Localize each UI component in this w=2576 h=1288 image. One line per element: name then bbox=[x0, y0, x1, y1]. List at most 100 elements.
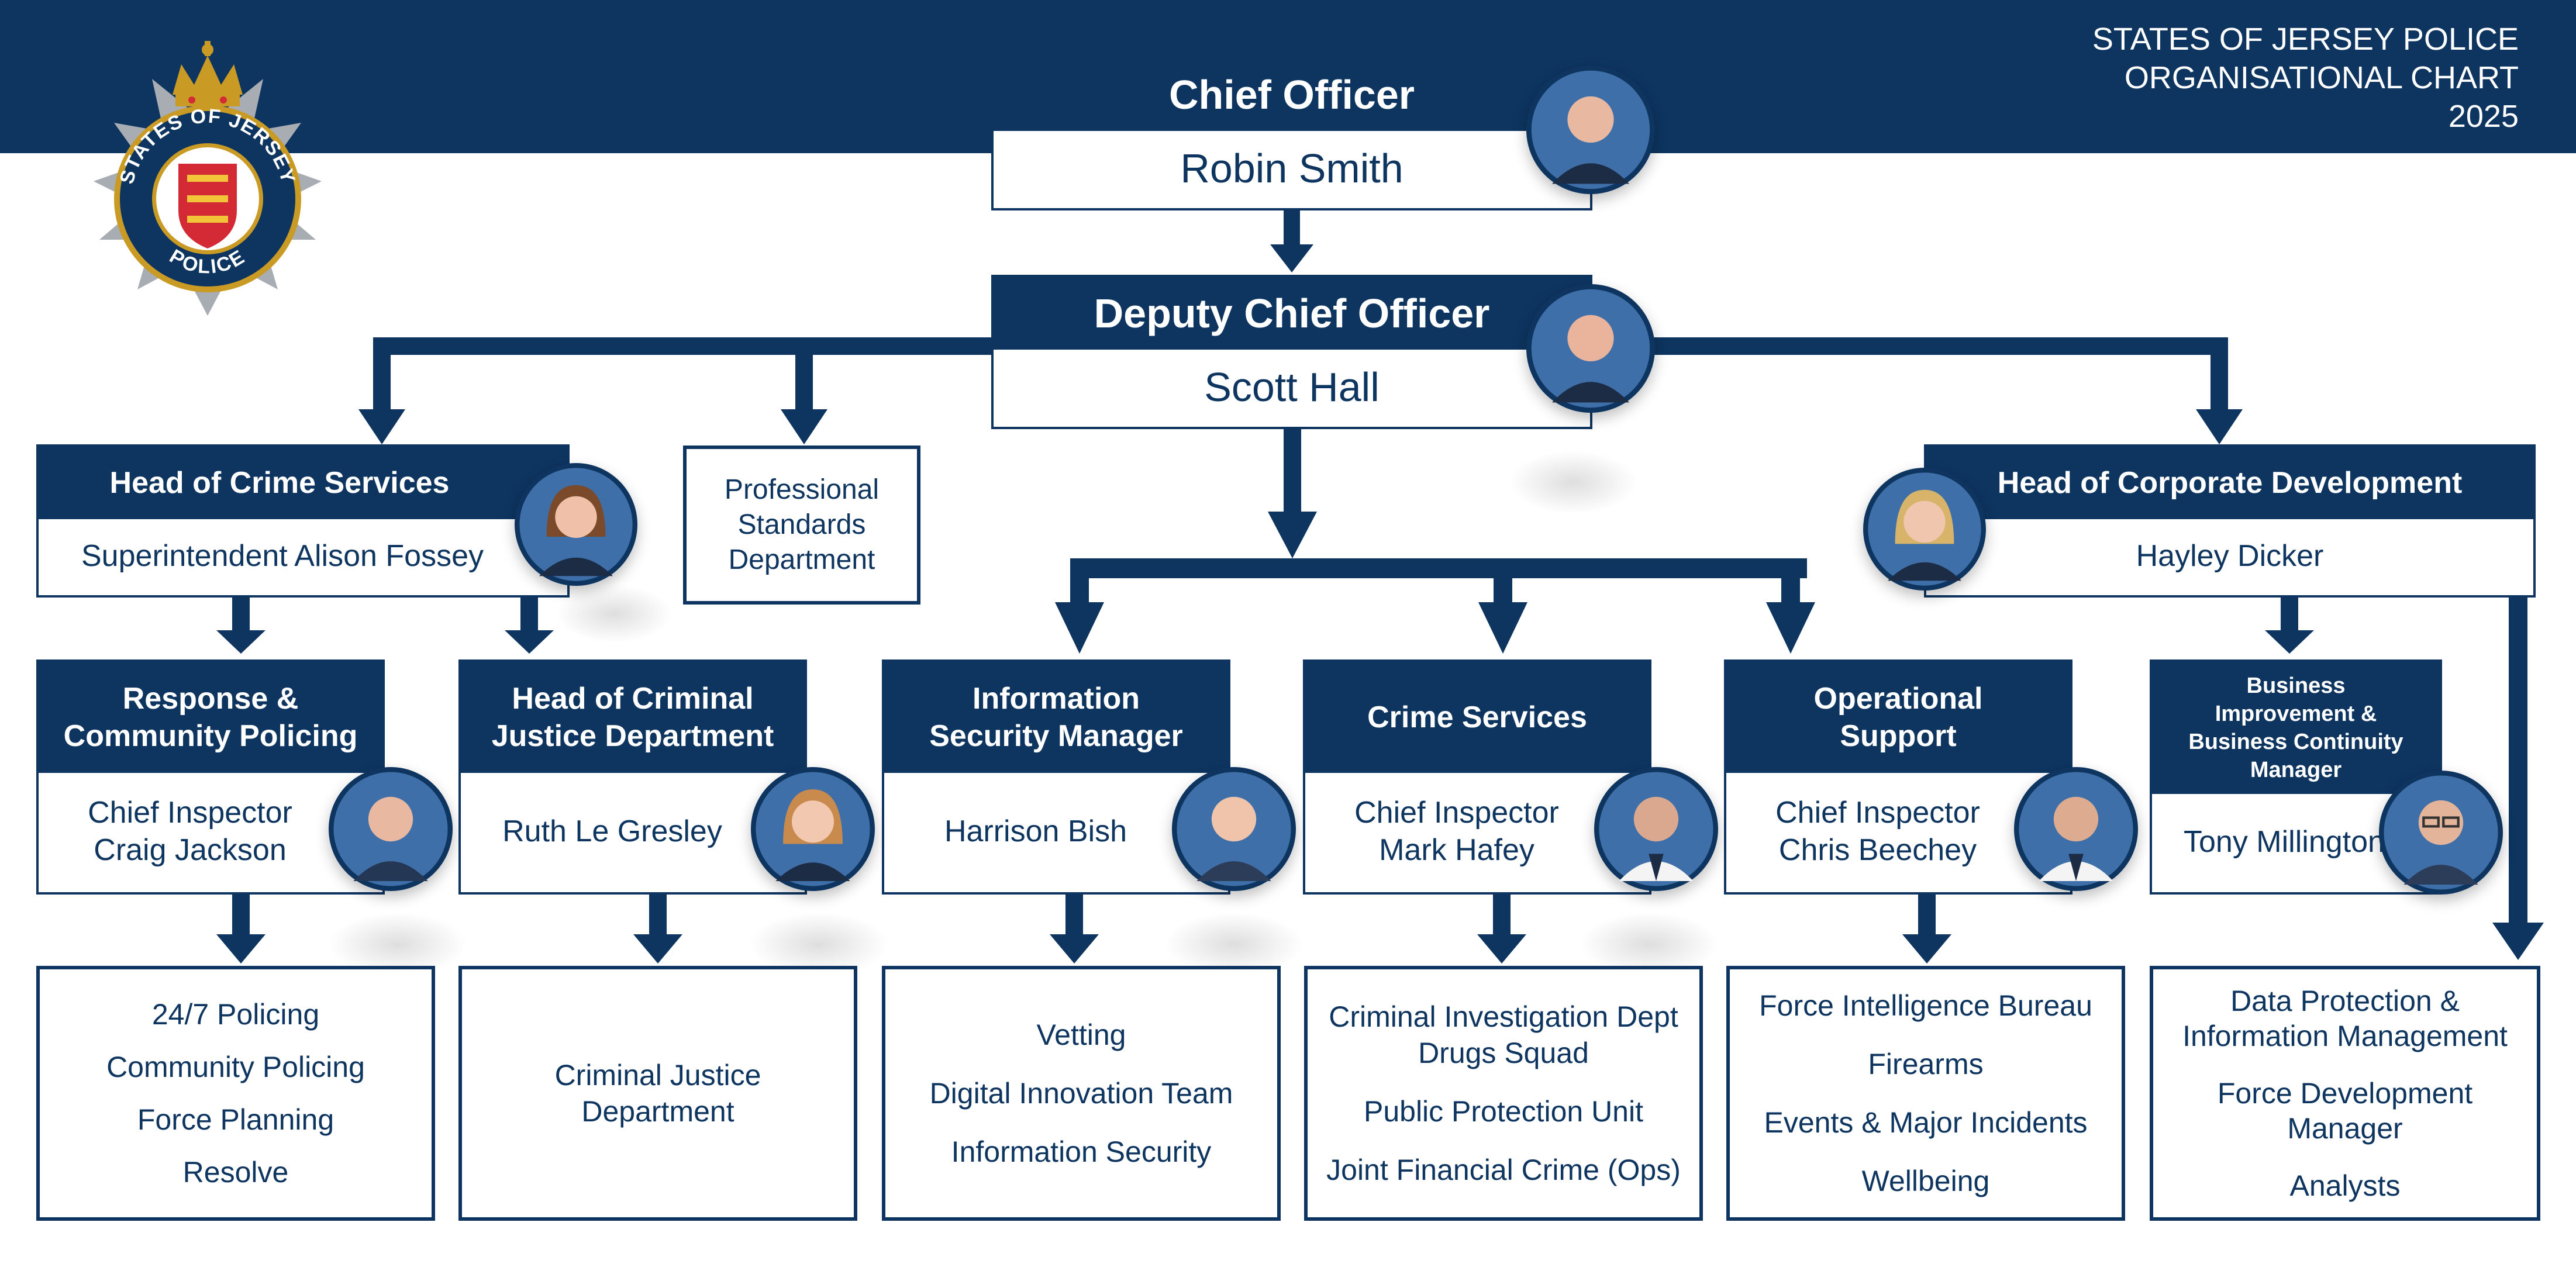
person-photo-icon bbox=[1531, 289, 1650, 408]
business-improvement-node: Business Improvement & Business Continui… bbox=[2150, 659, 2442, 895]
business-improvement-title: Business Improvement & Business Continui… bbox=[2152, 662, 2440, 794]
business-improvement-title-line-2: Improvement & bbox=[2215, 702, 2377, 726]
response-community-title-line-2: Community Policing bbox=[63, 719, 358, 753]
unit-item: Vetting bbox=[1036, 1018, 1126, 1051]
decor-shadow bbox=[1164, 912, 1304, 976]
response-community-name-line-1: Chief Inspector bbox=[88, 796, 292, 830]
business-improvement-name: Tony Millington bbox=[2152, 792, 2440, 892]
info-security-manager-name: Harrison Bish bbox=[884, 771, 1228, 892]
info-security-manager-title-line-1: Information bbox=[973, 682, 1140, 716]
unit-item: Manager bbox=[2287, 1112, 2403, 1145]
unit-item: Joint Financial Crime (Ops) bbox=[1326, 1154, 1681, 1186]
professional-standards-line-3: Department bbox=[728, 544, 875, 575]
unit-item: Public Protection Unit bbox=[1363, 1095, 1643, 1128]
unit-item: Department bbox=[581, 1095, 734, 1128]
chart-title-line-2: ORGANISATIONAL CHART bbox=[2124, 60, 2519, 95]
crown-icon bbox=[173, 41, 243, 106]
chart-title: STATES OF JERSEY POLICE ORGANISATIONAL C… bbox=[2092, 20, 2519, 136]
units-criminal-justice: Criminal Justice Department bbox=[458, 966, 857, 1221]
head-corporate-development-title: Head of Corporate Development bbox=[1926, 447, 2533, 519]
decor-shadow bbox=[327, 912, 468, 976]
professional-standards-node: Professional Standards Department bbox=[683, 446, 920, 605]
chart-title-line-3: 2025 bbox=[2448, 99, 2519, 134]
units-operational-support: Force Intelligence Bureau Firearms Event… bbox=[1726, 966, 2125, 1221]
professional-standards-line-2: Standards bbox=[737, 509, 866, 540]
crime-services-name-line-2: Mark Hafey bbox=[1379, 833, 1534, 867]
decor-shadow bbox=[1509, 450, 1637, 514]
info-security-manager-name-line-1: Harrison Bish bbox=[944, 814, 1127, 848]
criminal-justice-head-title: Head of Criminal Justice Department bbox=[461, 662, 805, 773]
operational-support-title-line-2: Support bbox=[1840, 719, 1957, 753]
crime-services-name-line-1: Chief Inspector bbox=[1354, 796, 1559, 830]
head-corporate-development-node: Head of Corporate Development Hayley Dic… bbox=[1924, 444, 2536, 598]
head-corporate-development-photo-avatar bbox=[1863, 468, 1986, 591]
person-photo-icon bbox=[2019, 772, 2133, 886]
crime-services-title: Crime Services bbox=[1305, 662, 1649, 773]
info-security-manager-title-line-2: Security Manager bbox=[929, 719, 1183, 753]
unit-item: Drugs Squad bbox=[1418, 1037, 1589, 1069]
business-improvement-title-line-1: Business bbox=[2246, 674, 2346, 698]
unit-item: Information Security bbox=[951, 1135, 1212, 1168]
operational-support-title-line-1: Operational bbox=[1813, 682, 1983, 716]
response-community-name: Chief Inspector Craig Jackson bbox=[39, 771, 382, 892]
crime-services-name: Chief Inspector Mark Hafey bbox=[1305, 771, 1649, 892]
response-community-title-line-1: Response & bbox=[122, 682, 299, 716]
unit-item: Events & Major Incidents bbox=[1764, 1106, 2088, 1139]
units-info-security: Vetting Digital Innovation Team Informat… bbox=[882, 966, 1281, 1221]
unit-item: Resolve bbox=[182, 1156, 289, 1189]
unit-item: Criminal Justice bbox=[554, 1059, 761, 1092]
person-photo-icon bbox=[1868, 472, 1981, 586]
units-corporate: Data Protection & Information Management… bbox=[2150, 966, 2540, 1221]
deputy-chief-officer-node: Deputy Chief Officer Scott Hall bbox=[991, 275, 1592, 429]
criminal-justice-head-node: Head of Criminal Justice Department Ruth… bbox=[458, 659, 807, 895]
operational-support-node: Operational Support Chief Inspector Chri… bbox=[1724, 659, 2072, 895]
business-improvement-name-line-1: Tony Millington bbox=[2184, 825, 2385, 859]
deputy-chief-officer-name: Scott Hall bbox=[1204, 364, 1380, 410]
police-crest-logo: STATES OF JERSEY POLICE bbox=[94, 41, 322, 316]
unit-item: Criminal Investigation Dept bbox=[1329, 1000, 1678, 1033]
decor-shadow bbox=[749, 912, 889, 976]
unit-item: Firearms bbox=[1868, 1048, 1984, 1080]
chief-officer-name: Robin Smith bbox=[1180, 146, 1403, 191]
chief-officer-node: Chief Officer Robin Smith bbox=[991, 56, 1592, 210]
business-improvement-photo-avatar bbox=[2379, 771, 2503, 895]
info-security-manager-photo-avatar bbox=[1172, 767, 1296, 891]
unit-item: Information Management bbox=[2182, 1020, 2508, 1052]
person-photo-icon bbox=[333, 772, 448, 886]
unit-item: Force Development bbox=[2217, 1077, 2473, 1110]
operational-support-name: Chief Inspector Chris Beechey bbox=[1726, 771, 2070, 892]
crime-services-node: Crime Services Chief Inspector Mark Hafe… bbox=[1303, 659, 1651, 895]
operational-support-photo-avatar bbox=[2014, 767, 2138, 891]
person-photo-icon bbox=[2384, 775, 2498, 890]
head-crime-services-name: Superintendent Alison Fossey bbox=[81, 539, 484, 573]
criminal-justice-head-name: Ruth Le Gresley bbox=[461, 771, 805, 892]
unit-item: Force Planning bbox=[137, 1103, 334, 1136]
head-crime-services-node: Head of Crime Services Superintendent Al… bbox=[36, 444, 570, 598]
chief-officer-photo-avatar bbox=[1526, 65, 1655, 194]
decor-shadow bbox=[556, 585, 673, 643]
head-crime-services-title: Head of Crime Services bbox=[39, 447, 567, 519]
units-response-community: 24/7 Policing Community Policing Force P… bbox=[36, 966, 435, 1221]
operational-support-title: Operational Support bbox=[1726, 662, 2070, 773]
criminal-justice-head-title-line-1: Head of Criminal bbox=[512, 682, 754, 716]
operational-support-name-line-2: Chris Beechey bbox=[1778, 833, 1977, 867]
unit-item: 24/7 Policing bbox=[151, 998, 320, 1031]
person-photo-icon bbox=[756, 772, 870, 886]
chart-title-line-1: STATES OF JERSEY POLICE bbox=[2092, 22, 2519, 57]
info-security-manager-title: Information Security Manager bbox=[884, 662, 1228, 773]
person-photo-icon bbox=[1177, 772, 1291, 886]
unit-item: Digital Innovation Team bbox=[929, 1077, 1233, 1110]
unit-item: Community Policing bbox=[106, 1051, 365, 1083]
head-corporate-development-name: Hayley Dicker bbox=[2136, 539, 2324, 573]
response-community-node: Response & Community Policing Chief Insp… bbox=[36, 659, 385, 895]
info-security-manager-node: Information Security Manager Harrison Bi… bbox=[882, 659, 1230, 895]
deputy-chief-officer-title: Deputy Chief Officer bbox=[994, 277, 1590, 350]
unit-item: Wellbeing bbox=[1861, 1165, 1990, 1197]
head-crime-services-photo-avatar bbox=[515, 463, 637, 586]
jersey-shield-icon bbox=[178, 164, 237, 248]
unit-item: Force Intelligence Bureau bbox=[1759, 989, 2092, 1022]
response-community-photo-avatar bbox=[329, 767, 453, 891]
person-photo-icon bbox=[519, 468, 633, 581]
units-crime-services: Criminal Investigation Dept Drugs Squad … bbox=[1304, 966, 1703, 1221]
response-community-name-line-2: Craig Jackson bbox=[94, 833, 287, 867]
